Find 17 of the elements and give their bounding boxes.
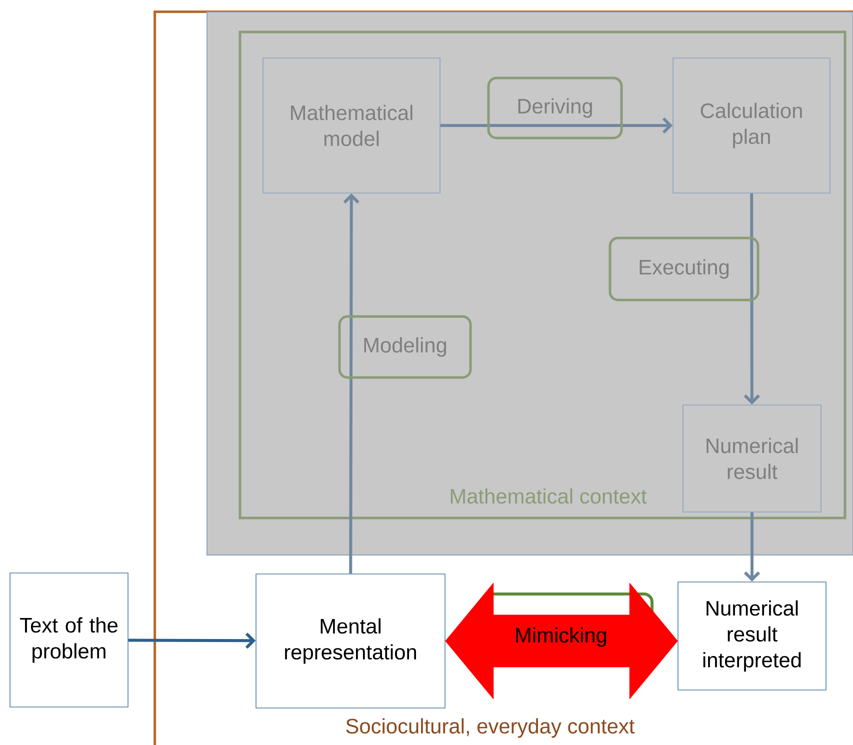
process-box: Mathematical model: [262, 58, 440, 194]
arrow: [343, 193, 360, 574]
arrow: [128, 632, 256, 649]
edge-label: Deriving: [487, 76, 623, 140]
edge-label: Modeling: [338, 315, 472, 379]
frame-label: Sociocultural, everyday context: [346, 718, 635, 738]
arrow: [744, 193, 760, 405]
process-box: Numerical result: [682, 404, 822, 512]
process-box: Mental representation: [256, 574, 446, 708]
edge-label: Executing: [608, 236, 760, 302]
process-box: Text of the problem: [10, 572, 128, 708]
arrow: [440, 117, 673, 134]
process-box: Numerical result interpreted: [678, 582, 826, 690]
process-box: Calculation plan: [672, 58, 830, 194]
context-label: Mathematical context: [450, 488, 647, 504]
arrow: [744, 512, 760, 582]
edge-label: Mimicking: [514, 626, 608, 648]
